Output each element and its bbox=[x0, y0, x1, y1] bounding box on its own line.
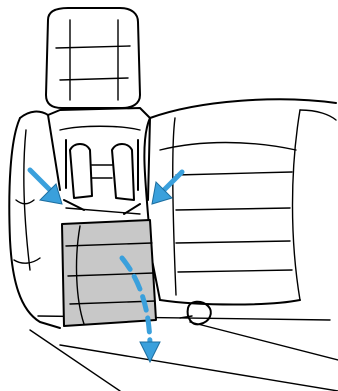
seat-knob bbox=[180, 302, 211, 325]
seat-latches bbox=[64, 144, 140, 214]
arrow-right-icon bbox=[152, 172, 182, 204]
headrest bbox=[46, 8, 140, 108]
seat-cushion bbox=[144, 99, 336, 304]
removable-panel bbox=[62, 220, 156, 326]
floor bbox=[30, 316, 338, 391]
